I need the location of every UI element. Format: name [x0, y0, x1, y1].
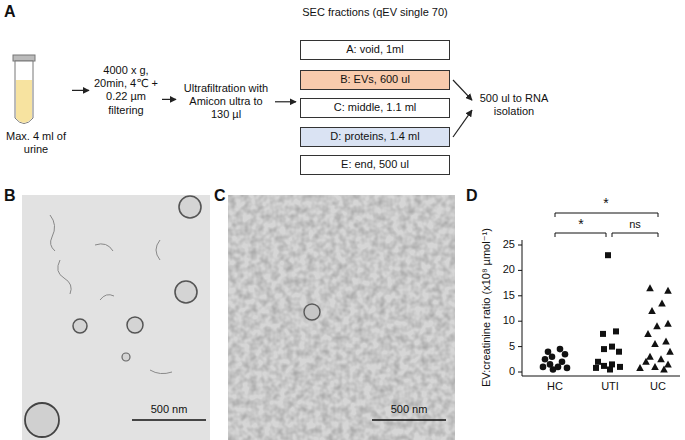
flow-arrow: [72, 90, 89, 91]
process-step: Ultrafiltration with Amicon ultra to 130…: [180, 82, 272, 122]
panel-letter: A: [4, 2, 16, 21]
fraction-box: D: proteins, 1.4 ml: [300, 127, 450, 147]
group-label: UTI: [590, 380, 630, 393]
tick-label: 25: [493, 238, 515, 251]
tick-label: 20: [493, 263, 515, 276]
fraction-box: C: middle, 1.1 ml: [300, 98, 450, 118]
tem-image-c: [228, 195, 455, 440]
node-text: Ultrafiltration with Amicon ultra to 130…: [180, 82, 272, 122]
fraction-box: B: EVs, 600 ul: [300, 70, 450, 90]
uti-points: [593, 252, 623, 372]
urine-tube: [13, 55, 35, 124]
fraction-group: SEC fractions (qEV single 70) A: void, 1m…: [300, 6, 450, 177]
scale-label: 500 nm: [369, 403, 449, 416]
tem-image-b: [22, 195, 210, 440]
group-label: UC: [638, 380, 678, 393]
tick-label: 0: [493, 365, 515, 378]
group-label: HC: [535, 380, 575, 393]
node-text: A: void, 1ml: [346, 43, 403, 56]
significance-mark: *: [571, 217, 591, 231]
axis-title: EV:creatinine ratio (x10⁸ µmol⁻¹): [480, 208, 493, 408]
tick-label: 15: [493, 289, 515, 302]
scale-bar: [132, 419, 206, 421]
process-step: 4000 x g, 20min, 4℃ + 0.22 µm filtering: [93, 64, 159, 117]
significance-mark: ns: [620, 218, 650, 231]
uc-points: [636, 284, 674, 372]
flow-arrow: [162, 99, 176, 100]
node-text: 500 ul to RNA isolation: [476, 92, 552, 118]
node-text: SEC fractions (qEV single 70): [300, 6, 450, 19]
scatter-chart: [518, 213, 680, 376]
tick-label: 10: [493, 314, 515, 327]
output-step: 500 ul to RNA isolation: [476, 92, 552, 118]
significance-mark: *: [596, 196, 616, 210]
tick-label: 5: [493, 340, 515, 353]
hc-points: [540, 346, 571, 373]
flow-arrow: [453, 80, 472, 100]
node-text: B: EVs, 600 ul: [340, 73, 410, 86]
scale-label: 500 nm: [129, 403, 209, 416]
panel-letter: B: [4, 186, 16, 205]
node-text: C: middle, 1.1 ml: [334, 101, 417, 114]
node-text: E: end, 500 ul: [341, 158, 409, 171]
fraction-box: E: end, 500 ul: [300, 155, 450, 175]
scale-bar: [372, 419, 446, 421]
flow-arrow: [275, 101, 296, 102]
node-text: 4000 x g, 20min, 4℃ + 0.22 µm filtering: [93, 64, 159, 117]
panel-letter: C: [214, 186, 226, 205]
flow-arrow: [453, 110, 472, 137]
node-text: D: proteins, 1.4 ml: [330, 130, 419, 143]
fraction-box: A: void, 1ml: [300, 40, 450, 60]
panel-letter: D: [466, 186, 478, 205]
node-text: Max. 4 ml of urine: [3, 130, 69, 156]
sample-tube: Max. 4 ml of urine: [3, 52, 69, 156]
